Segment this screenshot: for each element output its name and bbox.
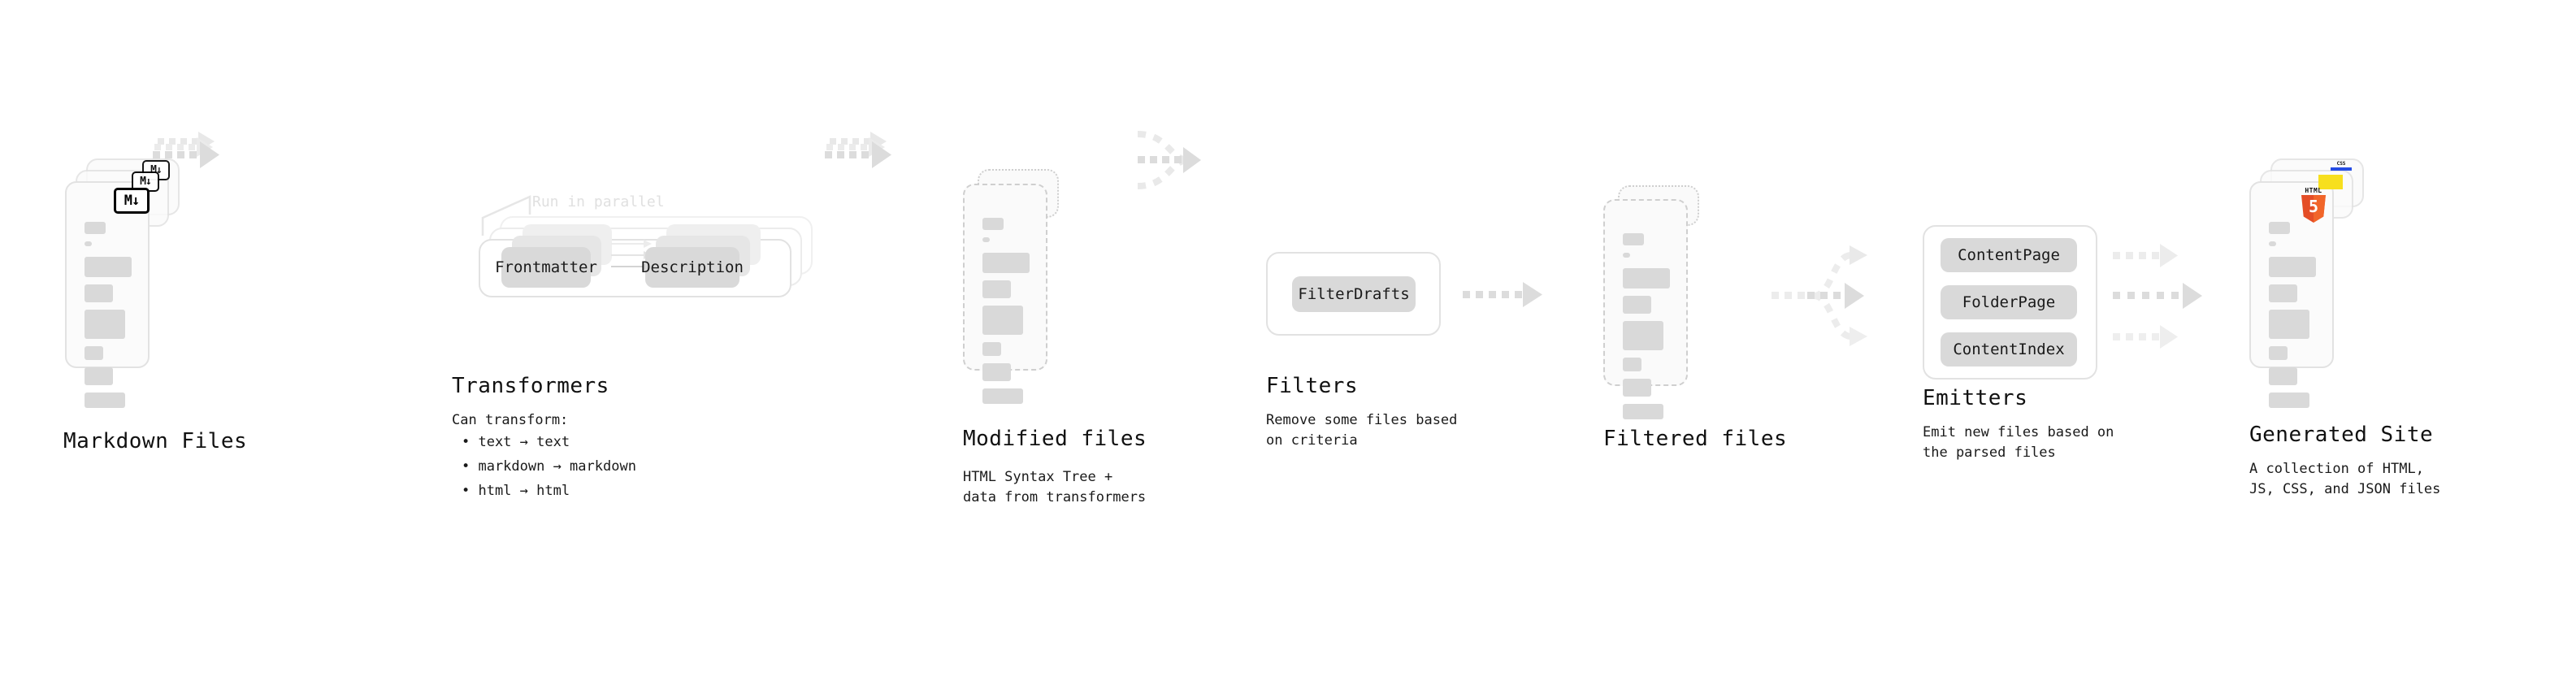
- skeleton-bar: [2269, 222, 2291, 234]
- arrow-transformers-to-modified: [825, 130, 891, 195]
- skeleton-bar: [85, 222, 106, 234]
- skeleton-bar: [982, 306, 1024, 335]
- emitter-pill-contentpage[interactable]: ContentPage: [1941, 238, 2077, 272]
- transformers-description: Can transform:: [452, 412, 569, 428]
- skeleton-bar: [982, 218, 1004, 230]
- emitters-description: Emit new files based on the parsed files: [1923, 424, 2114, 461]
- run-in-parallel-bracket: [479, 193, 585, 242]
- skeleton-bar: [2269, 241, 2277, 246]
- bullet-item: • markdown → markdown: [462, 458, 636, 475]
- skeleton-bar: [1623, 379, 1651, 397]
- markdown-file-skeleton: [85, 222, 132, 415]
- filtered-file-skeleton: [1623, 233, 1670, 427]
- skeleton-bar: [85, 393, 126, 408]
- skeleton-bar: [85, 284, 113, 302]
- skeleton-bar: [1623, 296, 1651, 314]
- modified-file-card-front: [963, 184, 1047, 404]
- arrow-markdown-to-transformers: [153, 130, 219, 195]
- emitter-pill-folderpage[interactable]: FolderPage: [1941, 285, 2077, 319]
- bullet-item: • text → text: [462, 434, 570, 450]
- filter-pill-filterdrafts[interactable]: FilterDrafts: [1292, 276, 1416, 312]
- skeleton-bar: [85, 257, 132, 277]
- transformers-bullet-list: • text → text • markdown → markdown • ht…: [462, 431, 636, 503]
- site-file-skeleton: [2269, 222, 2316, 415]
- skeleton-bar: [1623, 404, 1664, 419]
- css3-badge: CSS: [2331, 162, 2352, 171]
- arrow-emitters-to-site: [2113, 237, 2243, 367]
- skeleton-bar: [2269, 393, 2310, 408]
- skeleton-bar: [982, 342, 1002, 356]
- skeleton-bar: [1623, 268, 1670, 288]
- caption-generated-site: Generated Site: [2249, 423, 2434, 447]
- skeleton-bar: [1623, 358, 1642, 371]
- markdown-file-card-front: [65, 181, 150, 408]
- transformer-pill-frontmatter[interactable]: Frontmatter: [495, 247, 597, 288]
- skeleton-bar: [2269, 310, 2310, 339]
- skeleton-bar: [982, 237, 991, 242]
- bullet-item: • html → html: [462, 482, 570, 499]
- caption-emitters: Emitters: [1923, 386, 2028, 410]
- skeleton-bar: [85, 310, 126, 339]
- skeleton-bar: [2269, 284, 2297, 302]
- arrow-filters-to-filtered: [1463, 276, 1552, 317]
- caption-markdown-files: Markdown Files: [63, 429, 248, 453]
- skeleton-bar: [2269, 367, 2297, 385]
- emitter-pill-contentindex[interactable]: ContentIndex: [1941, 332, 2077, 367]
- markdown-badge: M↓: [114, 188, 150, 214]
- modified-file-skeleton: [982, 218, 1030, 411]
- filtered-file-card-front: [1603, 199, 1688, 419]
- run-in-parallel-label: Run in parallel: [532, 193, 665, 210]
- skeleton-bar: [982, 363, 1011, 381]
- skeleton-bar: [982, 280, 1011, 298]
- skeleton-bar: [982, 253, 1030, 273]
- skeleton-bar: [1623, 233, 1645, 245]
- html5-badge-label: HTML: [2305, 187, 2322, 194]
- caption-transformers: Transformers: [452, 374, 609, 398]
- css-badge-label: CSS: [2336, 161, 2346, 167]
- skeleton-bar: [1623, 253, 1631, 258]
- html5-shield: [2301, 195, 2326, 223]
- html5-badge: HTML: [2300, 188, 2327, 223]
- modified-files-description: HTML Syntax Tree + data from transformer…: [963, 469, 1147, 505]
- transformer-pill-description[interactable]: Description: [641, 247, 744, 288]
- skeleton-bar: [2269, 257, 2316, 277]
- skeleton-bar: [2269, 346, 2288, 360]
- caption-filters: Filters: [1266, 374, 1359, 398]
- generated-site-description: A collection of HTML, JS, CSS, and JSON …: [2249, 461, 2441, 497]
- skeleton-bar: [85, 367, 113, 385]
- arrow-filtered-to-emitters: [1772, 237, 1889, 367]
- skeleton-bar: [85, 241, 93, 246]
- skeleton-bar: [85, 346, 104, 360]
- javascript-badge: [2318, 175, 2343, 189]
- caption-filtered-files: Filtered files: [1603, 427, 1788, 451]
- skeleton-bar: [1623, 321, 1664, 350]
- caption-modified-files: Modified files: [963, 427, 1147, 451]
- filters-description: Remove some files based on criteria: [1266, 412, 1458, 449]
- css-badge-bar: [2331, 167, 2352, 171]
- arrow-modified-to-filters: [1137, 126, 1219, 215]
- skeleton-bar: [982, 388, 1024, 404]
